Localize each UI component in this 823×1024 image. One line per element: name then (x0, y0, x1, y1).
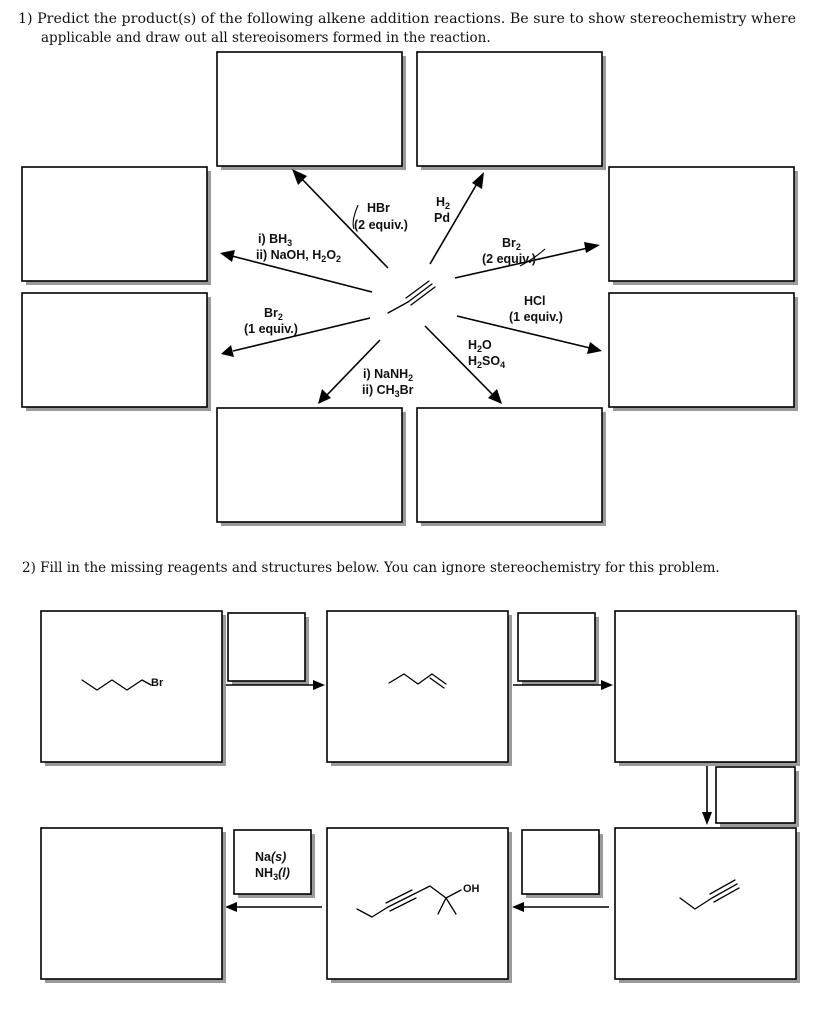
q2-reagent-box-5-filled: Na(s) NH3(l) (233, 829, 315, 898)
svg-text:HBr: HBr (367, 201, 390, 215)
q2-box-3-answer[interactable] (614, 610, 800, 766)
svg-text:ii) CH3Br: ii) CH3Br (362, 383, 414, 399)
arrow-hcl (456, 315, 602, 354)
q2-box-6-answer[interactable] (40, 827, 226, 983)
q2-arrow-2 (513, 680, 613, 690)
reagent-br2-2-equiv: Br2 (2 equiv.) (482, 236, 536, 266)
reagent-hbr: HBr (2 equiv.) (354, 201, 408, 232)
svg-text:(1 equiv.): (1 equiv.) (509, 310, 563, 324)
central-alkyne-structure (387, 280, 436, 314)
svg-text:(1 equiv.): (1 equiv.) (244, 322, 298, 336)
q2-box-1-bromide: Br (40, 610, 226, 766)
q1-answer-box-bottom-left[interactable] (216, 407, 406, 526)
arrow-alkylation (318, 339, 381, 404)
q1-answer-box-left-lower[interactable] (21, 292, 211, 411)
q2-reagent-box-4[interactable] (521, 829, 603, 898)
hydroxyl-label: OH (463, 883, 480, 895)
svg-text:NH3(l): NH3(l) (255, 866, 290, 882)
q2-arrow-3-down (702, 766, 712, 825)
arrow-hydroboration (220, 250, 373, 293)
svg-text:Br2: Br2 (264, 306, 283, 322)
arrow-h2-pd (429, 172, 484, 265)
q1-answer-box-left-upper[interactable] (21, 166, 211, 285)
arrow-br2-1-equiv (221, 317, 371, 357)
reagent-alkylation: i) NaNH2 ii) CH3Br (362, 367, 414, 399)
q1-answer-box-top-left[interactable] (216, 51, 406, 170)
question-1-text-line-1: 1) Predict the product(s) of the followi… (18, 11, 796, 27)
q2-reagent-box-1[interactable] (227, 612, 309, 685)
svg-text:(2 equiv.): (2 equiv.) (482, 252, 536, 266)
q2-arrow-1 (226, 680, 325, 690)
svg-text:(2 equiv.): (2 equiv.) (354, 218, 408, 232)
svg-text:Pd: Pd (434, 211, 450, 225)
reagent-hydration: H2O H2SO4 (468, 338, 505, 370)
q2-arrow-5 (225, 902, 322, 912)
q2-box-5-alkynol: OH (326, 827, 512, 983)
svg-text:H2SO4: H2SO4 (468, 354, 505, 370)
arrow-hydration (424, 325, 502, 404)
svg-text:Na(s): Na(s) (255, 850, 286, 864)
reagent-hydroboration: i) BH3 ii) NaOH, H2O2 (256, 232, 341, 264)
reagent-hcl: HCl (1 equiv.) (509, 294, 563, 324)
hbr-bracket-curve (352, 204, 359, 230)
q1-answer-box-right-lower[interactable] (608, 292, 798, 411)
q2-arrow-4 (512, 902, 609, 912)
question-2-text: 2) Fill in the missing reagents and stru… (22, 560, 720, 576)
arrow-br2-2-equiv (454, 242, 600, 279)
svg-text:H2: H2 (436, 195, 450, 211)
svg-text:H2O: H2O (468, 338, 492, 354)
q1-answer-box-top-right[interactable] (416, 51, 606, 170)
q1-answer-box-bottom-right[interactable] (416, 407, 606, 526)
bromide-label: Br (151, 677, 164, 689)
q2-reagent-box-3[interactable] (715, 766, 799, 827)
q1-answer-box-right-upper[interactable] (608, 166, 798, 285)
q2-reagent-box-2[interactable] (517, 612, 599, 685)
arrow-hbr (292, 169, 389, 269)
reagent-h2-pd: H2 Pd (434, 195, 450, 225)
reagent-br2-1-equiv: Br2 (1 equiv.) (244, 306, 298, 336)
svg-text:i) BH3: i) BH3 (258, 232, 292, 248)
svg-text:ii) NaOH, H2O2: ii) NaOH, H2O2 (256, 248, 341, 264)
svg-text:i) NaNH2: i) NaNH2 (363, 367, 413, 383)
question-1-text-line-2: applicable and draw out all stereoisomer… (41, 30, 491, 46)
br2-bracket-curve (519, 248, 546, 267)
q2-box-4-alkyne (614, 827, 800, 983)
q2-box-2-alkene (326, 610, 512, 766)
svg-text:Br2: Br2 (502, 236, 521, 252)
svg-text:HCl: HCl (524, 294, 546, 308)
